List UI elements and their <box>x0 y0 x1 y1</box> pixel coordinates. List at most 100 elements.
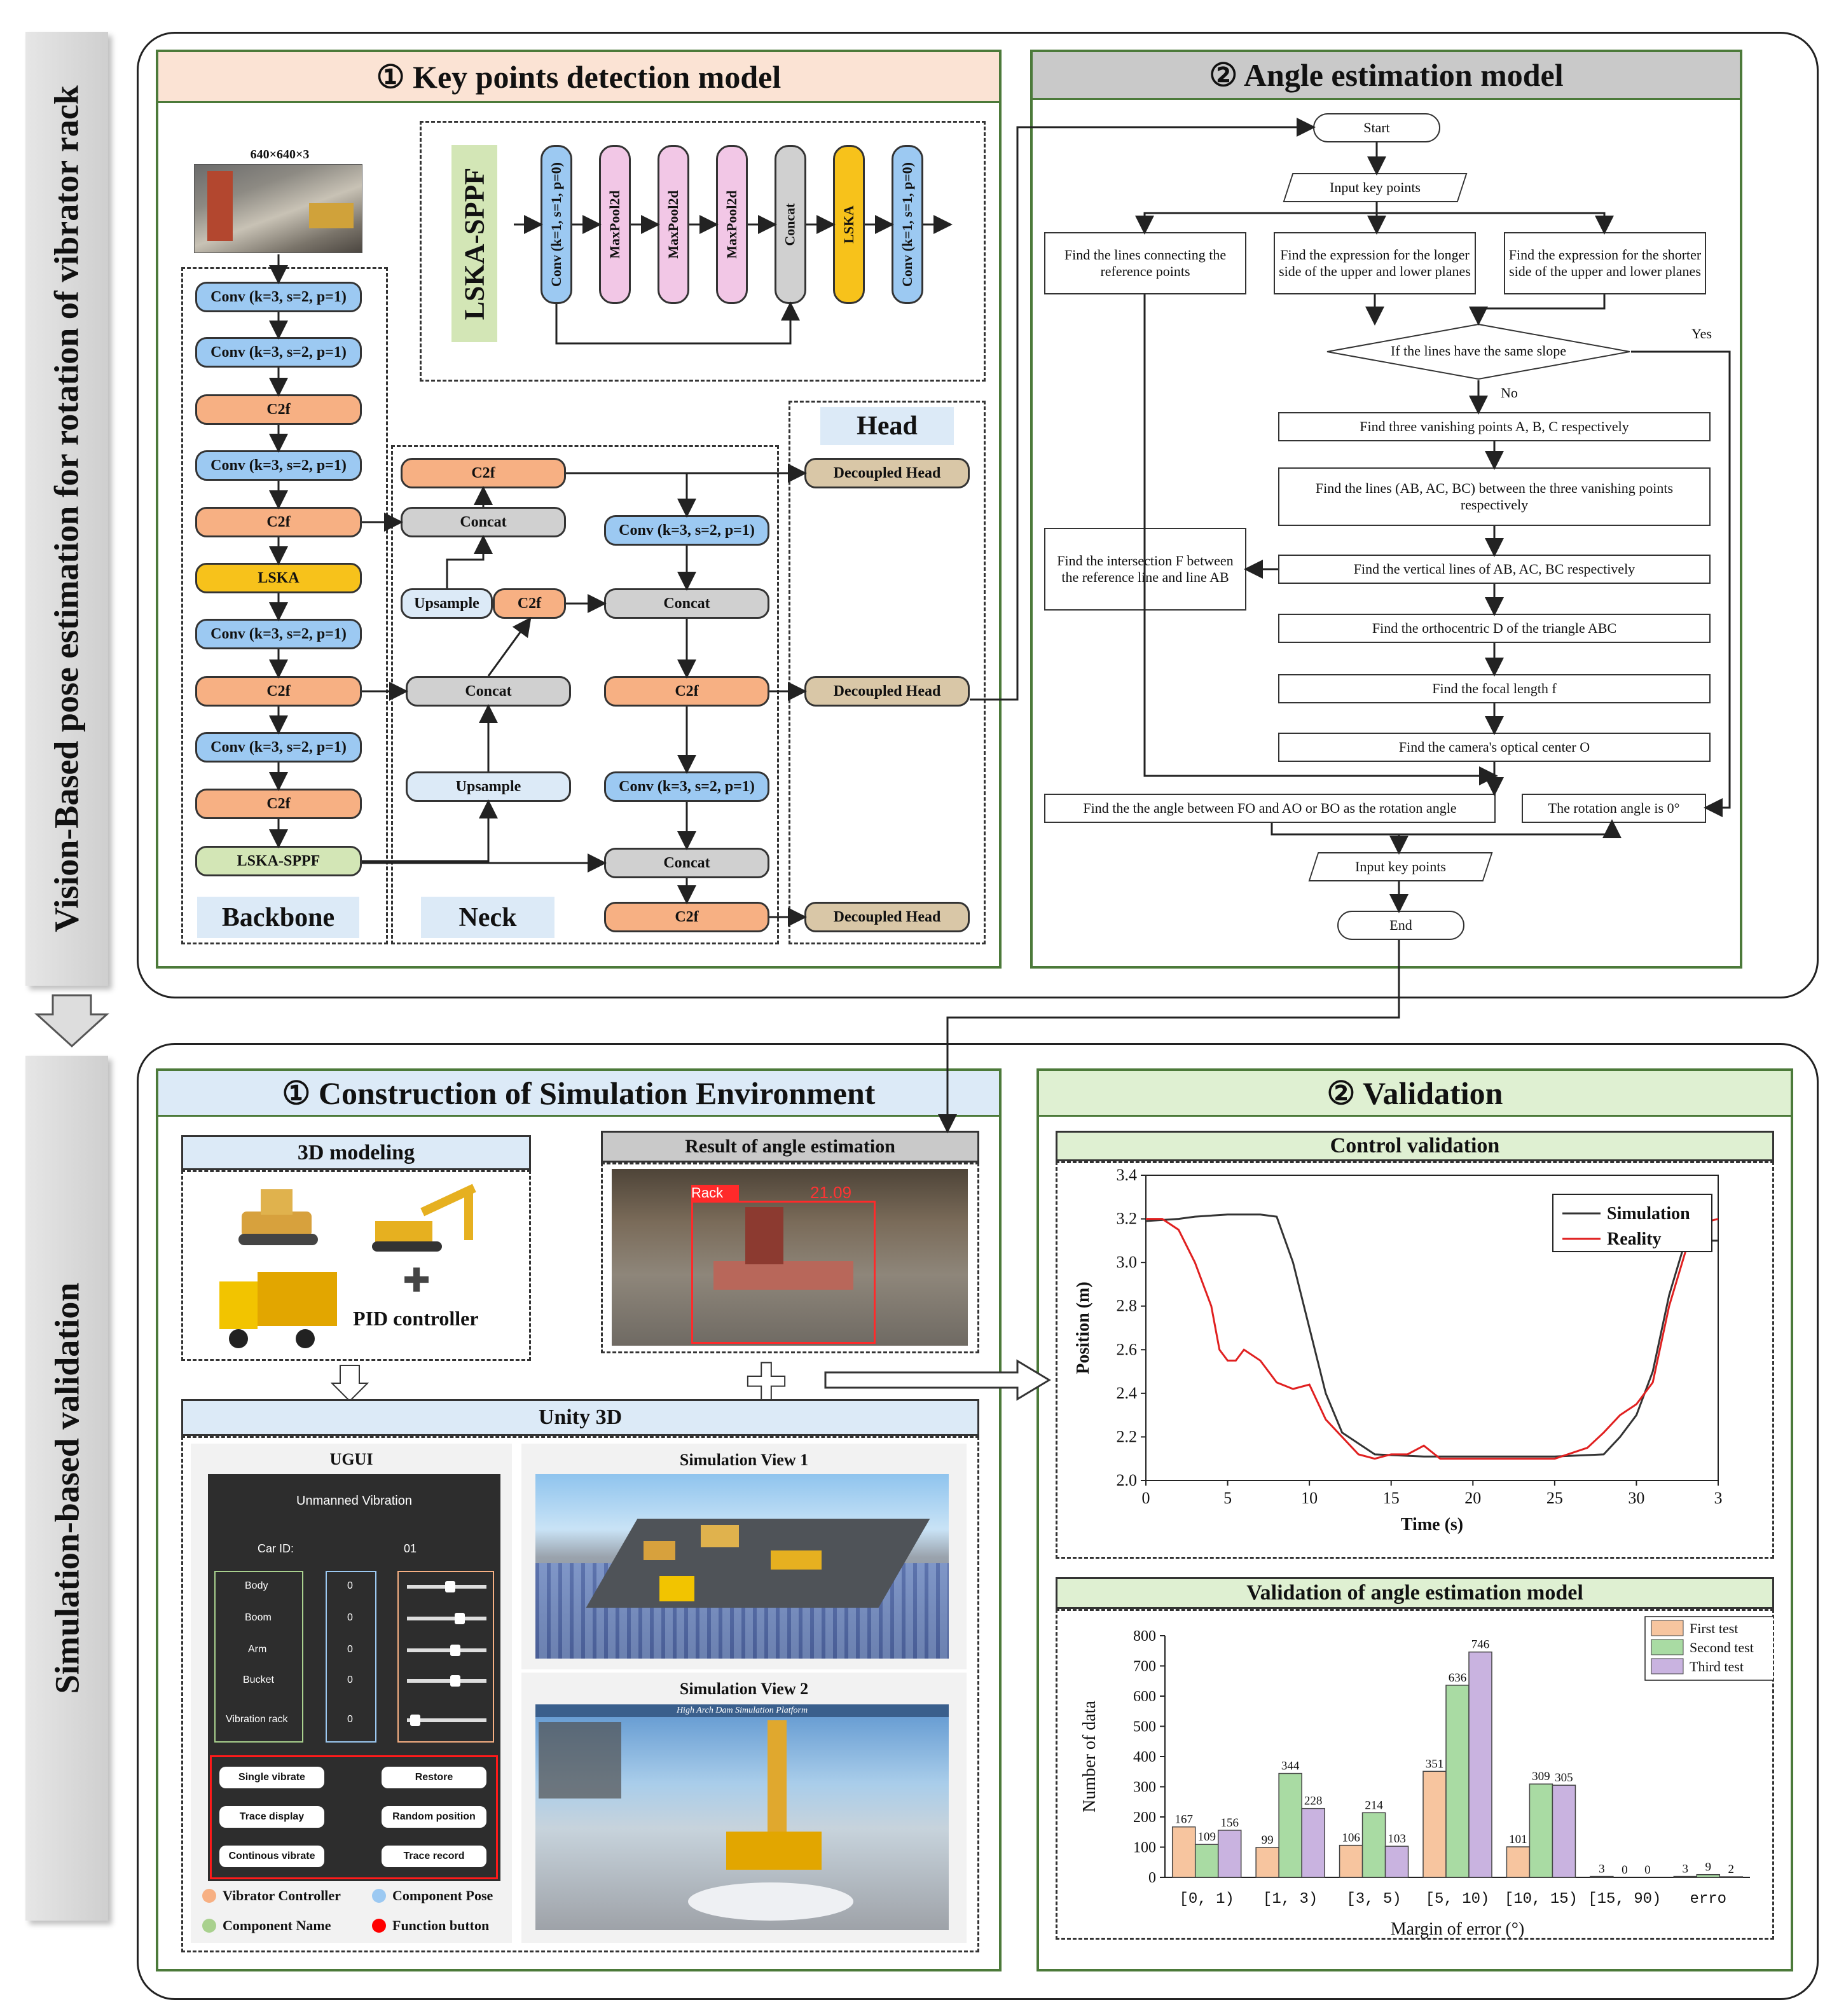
backbone-conv-1: Conv (k=3, s=2, p=1) <box>195 282 362 312</box>
bar-2-0 <box>1217 1830 1242 1878</box>
ui-car-id-label: Car ID: <box>258 1542 294 1555</box>
restore-button[interactable]: Restore <box>382 1767 486 1788</box>
bar-y-tick-label: 400 <box>1133 1749 1156 1765</box>
bottom-side-label-text: Simulation-based validation <box>48 1282 86 1694</box>
legend-function-button: Function button <box>372 1917 489 1934</box>
kpd-title: ① Key points detection model <box>158 52 999 103</box>
bar-value-label: 106 <box>1342 1832 1360 1845</box>
decoupled-head-2: Decoupled Head <box>804 676 970 707</box>
bar-1-1 <box>1278 1772 1302 1878</box>
flow-intersection: Find the intersection F between the refe… <box>1044 528 1246 611</box>
bar-1-2 <box>1361 1812 1386 1878</box>
backbone-conv-5: Conv (k=3, s=2, p=1) <box>195 732 362 763</box>
bar-value-label: 3 <box>1683 1863 1689 1876</box>
top-side-label: Vision-Based pose estimation for rotatio… <box>25 32 108 986</box>
line-y-tick-label: 2.2 <box>1117 1427 1138 1446</box>
bar-value-label: 0 <box>1622 1863 1628 1877</box>
bar-value-label: 9 <box>1705 1861 1712 1874</box>
bar-2-4 <box>1552 1785 1576 1878</box>
plus-icon: ✚ <box>403 1263 430 1299</box>
neck-upsample-1: Upsample <box>401 588 493 619</box>
bar-1-4 <box>1529 1783 1553 1878</box>
bar-value-label: 636 <box>1449 1671 1467 1685</box>
bar-category-label: erro <box>1690 1891 1726 1908</box>
flow-input-2-text: Input key points <box>1355 859 1446 874</box>
random-position-button[interactable]: Random position <box>382 1806 486 1828</box>
bar-category-label: [1, 3) <box>1263 1891 1318 1908</box>
bar-2-1 <box>1301 1807 1325 1878</box>
excavator-icon <box>369 1183 496 1253</box>
neck-conv-r1: Conv (k=3, s=2, p=1) <box>604 515 769 546</box>
ui-comp-body: Body <box>245 1580 268 1591</box>
line-series-1 <box>1146 1218 1719 1460</box>
bar-value-label: 746 <box>1471 1638 1490 1652</box>
ui-slider-boom[interactable] <box>407 1613 486 1624</box>
sppf-conv-out: Conv (k=1, s=1, p=0) <box>892 145 923 304</box>
unity-frame <box>181 1436 979 1952</box>
bar-y-tick-label: 300 <box>1133 1779 1156 1796</box>
ui-value-rack: 0 <box>347 1714 353 1725</box>
flow-input-1-text: Input key points <box>1330 179 1421 195</box>
ui-comp-bucket: Bucket <box>243 1674 274 1685</box>
neck-c2f-r2: C2f <box>604 902 769 932</box>
bar-value-label: 99 <box>1262 1833 1274 1847</box>
ui-car-id: 01 <box>404 1542 417 1555</box>
line-x-tick-label: 20 <box>1464 1489 1481 1507</box>
ui-comp-arm: Arm <box>248 1644 267 1655</box>
head-label: Head <box>820 407 954 445</box>
neck-concat-1: Concat <box>401 507 566 537</box>
continous-vibrate-button[interactable]: Continous vibrate <box>219 1846 324 1867</box>
legend-component-pose: Component Pose <box>372 1888 493 1904</box>
view2-image: High Arch Dam Simulation Platform <box>535 1704 949 1930</box>
bar-value-label: 305 <box>1555 1771 1573 1785</box>
neck-c2f-r1: C2f <box>604 676 769 707</box>
trace-display-button[interactable]: Trace display <box>219 1806 324 1828</box>
trace-record-button[interactable]: Trace record <box>382 1846 486 1867</box>
bar-y-tick-label: 800 <box>1133 1628 1156 1645</box>
ui-slider-arm[interactable] <box>407 1645 486 1656</box>
ui-value-boom: 0 <box>347 1612 353 1623</box>
bar-category-label: [5, 10) <box>1426 1891 1490 1908</box>
ui-buttons-box <box>210 1755 498 1879</box>
line-y-tick-label: 3.0 <box>1117 1253 1138 1271</box>
bar-category-label: [10, 15) <box>1505 1891 1578 1908</box>
bar-1-6 <box>1696 1874 1721 1878</box>
legend-dot-green <box>202 1919 216 1933</box>
ui-comp-rack: Vibration rack <box>226 1714 288 1725</box>
ui-slider-rack[interactable] <box>407 1715 486 1726</box>
bar-category-label: [15, 90) <box>1588 1891 1661 1908</box>
flow-right-1: Find the expression for the shorter side… <box>1504 232 1706 294</box>
decoupled-head-1: Decoupled Head <box>804 458 970 488</box>
sppf-lska-text: LSKA <box>841 205 857 244</box>
ui-slider-bucket[interactable] <box>407 1675 486 1687</box>
legend-vibrator-controller: Vibrator Controller <box>202 1888 341 1904</box>
ui-value-bucket: 0 <box>347 1674 353 1685</box>
flow-yes: Yes <box>1691 326 1712 342</box>
line-x-tick-label: 10 <box>1301 1489 1318 1507</box>
bar-1-3 <box>1445 1685 1470 1878</box>
neck-label: Neck <box>421 897 554 938</box>
flow-step-3: Find the vertical lines of AB, AC, BC re… <box>1278 555 1711 584</box>
line-y-axis-label: Position (m) <box>1073 1281 1093 1374</box>
angle-title-text: ② Angle estimation model <box>1209 57 1564 93</box>
input-size-label: 640×640×3 <box>250 147 310 162</box>
neck-upsample-2: Upsample <box>406 771 571 802</box>
unity-header: Unity 3D <box>181 1399 979 1436</box>
bar-value-label: 0 <box>1644 1863 1651 1877</box>
result-image: Rack 21.09 <box>612 1169 968 1346</box>
bar-value-label: 344 <box>1281 1760 1300 1773</box>
single-vibrate-button[interactable]: Single vibrate <box>219 1767 324 1788</box>
line-plot-area <box>1145 1175 1719 1481</box>
ui-title: Unmanned Vibration <box>296 1493 412 1508</box>
backbone-c2f-1: C2f <box>195 394 362 425</box>
ui-sliders-box <box>397 1571 494 1743</box>
modeling-frame <box>181 1170 531 1361</box>
sppf-conv-in: Conv (k=1, s=1, p=0) <box>541 145 572 304</box>
bar-legend-label: Third test <box>1690 1659 1744 1674</box>
bar-value-label: 228 <box>1304 1795 1323 1808</box>
backbone-c2f-4: C2f <box>195 789 362 819</box>
ui-value-arm: 0 <box>347 1644 353 1655</box>
ui-slider-body[interactable] <box>407 1581 486 1592</box>
flow-step-1: Find three vanishing points A, B, C resp… <box>1278 412 1711 441</box>
